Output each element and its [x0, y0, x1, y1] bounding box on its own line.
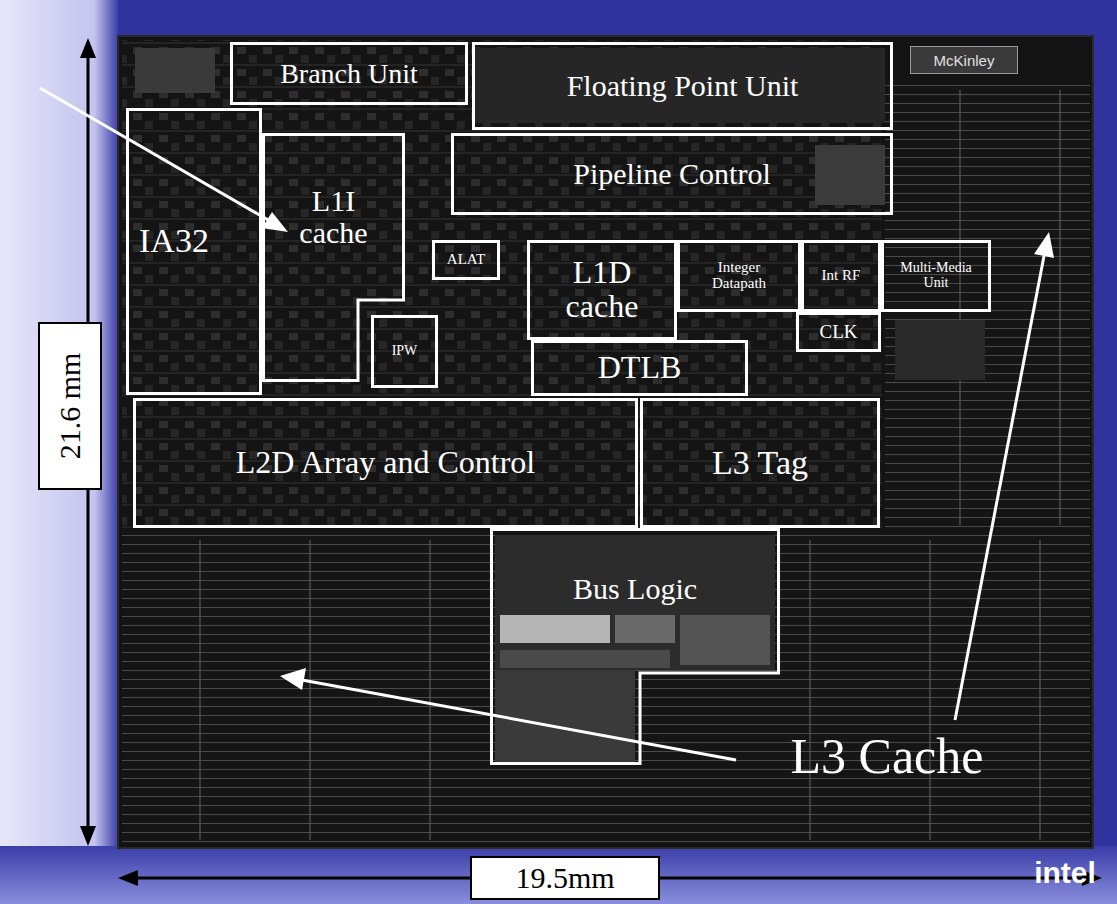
die-block — [475, 48, 885, 123]
unit-name: Multi-Media Unit — [896, 261, 976, 290]
unit-name: Pipeline Control — [573, 158, 771, 190]
unit-name: L3 Tag — [712, 445, 808, 481]
die-marking: McKinley — [934, 52, 995, 69]
die-marking-box: McKinley — [910, 46, 1018, 74]
logic-region: Bus Logic — [490, 528, 780, 765]
unit-name: Bus Logic — [573, 573, 697, 605]
die-block — [135, 48, 215, 93]
unit-box: Floating Point Unit — [472, 42, 893, 130]
unit-box: DTLB — [531, 340, 748, 396]
region-outline — [490, 528, 780, 765]
region-outline — [264, 135, 404, 381]
bus-block — [615, 615, 675, 643]
unit-name: DTLB — [598, 351, 682, 385]
bus-block — [680, 615, 770, 665]
unit-name: IPW — [392, 344, 418, 359]
unit-box: Integer Datapath — [677, 240, 801, 312]
cache-region: L1I cache — [262, 133, 405, 382]
unit-name: IA32 — [139, 223, 209, 259]
unit-box: Pipeline Control — [451, 133, 893, 215]
logo-text-box: intel — [1022, 852, 1108, 894]
unit-box: Int RF — [801, 240, 881, 312]
l3-texture — [122, 530, 1090, 844]
unit-name: CLK — [820, 322, 858, 342]
unit-name: L2D Array and Control — [236, 446, 536, 480]
logo-text: intel — [1034, 856, 1096, 890]
region-outline — [262, 133, 405, 382]
die-block — [895, 320, 985, 380]
unit-box: L3 Tag — [640, 398, 880, 528]
region-outline — [492, 530, 779, 764]
bus-texture — [495, 535, 775, 670]
dimension-label-box: 19.5mm — [470, 856, 660, 900]
l3-texture — [885, 80, 1090, 532]
dimension-label-box: 21.6 mm — [38, 322, 102, 490]
region-label-box: L3 Cache — [742, 724, 1032, 788]
bus-texture — [495, 670, 635, 762]
bus-block — [500, 650, 670, 668]
unit-name: Floating Point Unit — [567, 70, 799, 102]
unit-name: ALAT — [447, 252, 485, 268]
cache-box: L1D cache — [527, 240, 677, 340]
cache-box: L2D Array and Control — [133, 398, 638, 528]
unit-name: Branch Unit — [280, 59, 418, 88]
region-label: L3 Cache — [791, 727, 984, 785]
unit-box: IA32 — [126, 108, 262, 395]
unit-box: Multi-Media Unit — [881, 240, 991, 312]
unit-box: ALAT — [432, 240, 500, 280]
l3-columns — [200, 90, 1060, 840]
unit-box: Branch Unit — [230, 42, 468, 105]
slide-strip — [0, 0, 118, 904]
die-block — [815, 145, 885, 205]
unit-name: Integer Datapath — [689, 260, 789, 292]
unit-box: CLK — [796, 312, 881, 352]
slide-band — [0, 846, 1117, 904]
die — [118, 36, 1093, 848]
leader-arrow — [40, 88, 1054, 760]
unit-box: IPW — [371, 315, 438, 388]
unit-name: Int RF — [822, 268, 861, 284]
bus-block — [500, 615, 610, 643]
unit-name: L1D cache — [542, 256, 662, 323]
dimension-label: 21.6 mm — [53, 353, 87, 460]
unit-name: L1I cache — [284, 185, 384, 248]
dimension-label: 19.5mm — [515, 861, 614, 895]
